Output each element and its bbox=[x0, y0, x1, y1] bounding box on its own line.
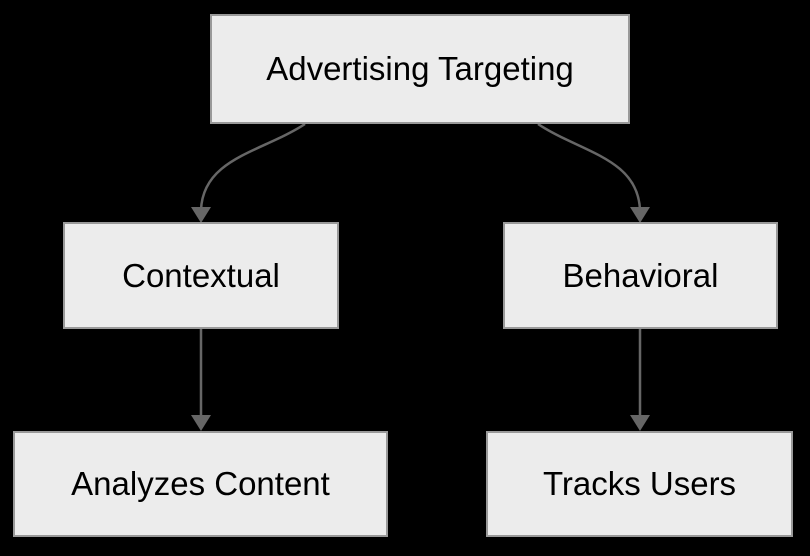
node-analyzes-content-label: Analyzes Content bbox=[71, 465, 330, 503]
node-tracks-users-label: Tracks Users bbox=[542, 465, 737, 503]
node-contextual-label: Contextual bbox=[122, 256, 280, 294]
arrowhead-icon bbox=[630, 415, 650, 431]
arrowhead-icon bbox=[630, 207, 650, 223]
node-analyzes-content: Analyzes Content bbox=[13, 431, 388, 537]
node-tracks-users: Tracks Users bbox=[486, 431, 793, 537]
edge-advertising-to-behavioral bbox=[537, 122, 650, 223]
arrowhead-icon bbox=[191, 415, 211, 431]
node-behavioral: Behavioral bbox=[503, 222, 778, 329]
edge-advertising-to-contextual bbox=[191, 122, 306, 223]
node-advertising-targeting-label: Advertising Targeting bbox=[266, 50, 574, 88]
edge-behavioral-to-tracks-users bbox=[630, 329, 650, 431]
node-advertising-targeting: Advertising Targeting bbox=[210, 14, 630, 124]
edge-contextual-to-analyzes-content bbox=[191, 329, 211, 431]
arrowhead-icon bbox=[191, 207, 211, 223]
node-contextual: Contextual bbox=[63, 222, 339, 329]
node-behavioral-label: Behavioral bbox=[562, 256, 719, 294]
